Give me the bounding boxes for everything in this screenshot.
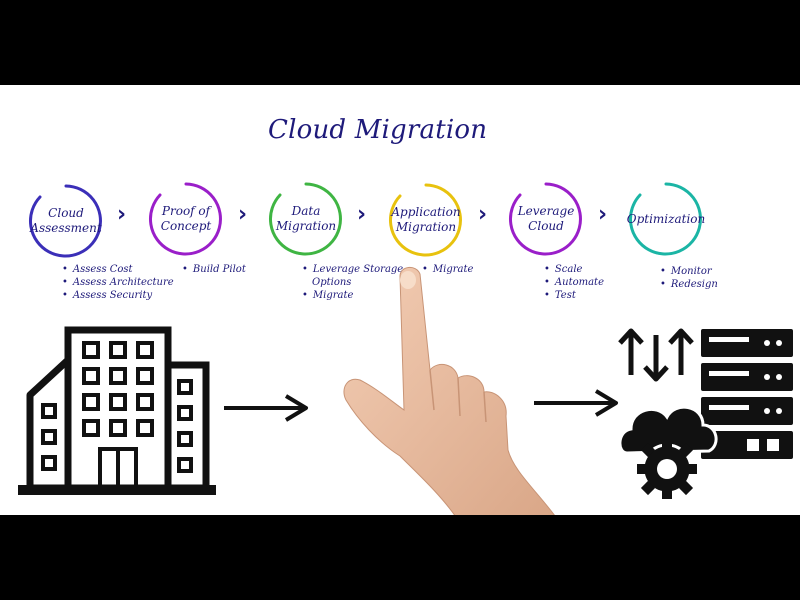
list-item: Assess Security bbox=[62, 289, 174, 302]
list-item: Scale bbox=[544, 263, 604, 276]
list-item: Leverage Storage bbox=[302, 263, 403, 276]
office-building-icon bbox=[18, 326, 216, 495]
list-item: Redesign bbox=[660, 278, 718, 291]
page-title: Cloud Migration bbox=[268, 115, 488, 145]
list-item: Monitor bbox=[660, 265, 718, 278]
list-item: Build Pilot bbox=[182, 263, 246, 276]
right-arrow-icon bbox=[534, 389, 618, 417]
ring-icon bbox=[149, 182, 222, 256]
ring-icon bbox=[629, 182, 702, 256]
cloud-server-gear-icon bbox=[618, 328, 793, 499]
chevron-right-icon: › bbox=[478, 202, 488, 227]
right-arrow-icon bbox=[224, 394, 308, 422]
ring-icon bbox=[389, 183, 462, 257]
chevron-right-icon: › bbox=[357, 202, 367, 227]
step-label: Optimization bbox=[626, 211, 706, 226]
list-item: Assess Cost bbox=[62, 263, 174, 276]
chevron-right-icon: › bbox=[598, 202, 608, 227]
step-optimization: Optimization bbox=[626, 181, 706, 257]
ring-icon bbox=[509, 182, 582, 256]
bullets-data-migration: Leverage Storage Options Migrate bbox=[302, 263, 403, 302]
pointing-hand bbox=[343, 267, 555, 515]
bullets-optimization: Monitor Redesign bbox=[660, 265, 718, 291]
bullets-cloud-assessment: Assess Cost Assess Architecture Assess S… bbox=[62, 263, 174, 302]
ring-icon bbox=[29, 184, 102, 258]
chevron-right-icon: › bbox=[238, 202, 248, 227]
list-item: Automate bbox=[544, 276, 604, 289]
bullets-proof-of-concept: Build Pilot bbox=[182, 263, 246, 276]
list-item: Assess Architecture bbox=[62, 276, 174, 289]
chevron-right-icon: › bbox=[117, 202, 127, 227]
ring-icon bbox=[269, 182, 342, 256]
bullets-leverage-cloud: Scale Automate Test bbox=[544, 263, 604, 302]
list-item: Migrate bbox=[422, 263, 474, 276]
list-item: Test bbox=[544, 289, 604, 302]
bullets-application-migration: Migrate bbox=[422, 263, 474, 276]
list-item: Options bbox=[312, 277, 352, 288]
list-item: Migrate bbox=[302, 289, 403, 302]
